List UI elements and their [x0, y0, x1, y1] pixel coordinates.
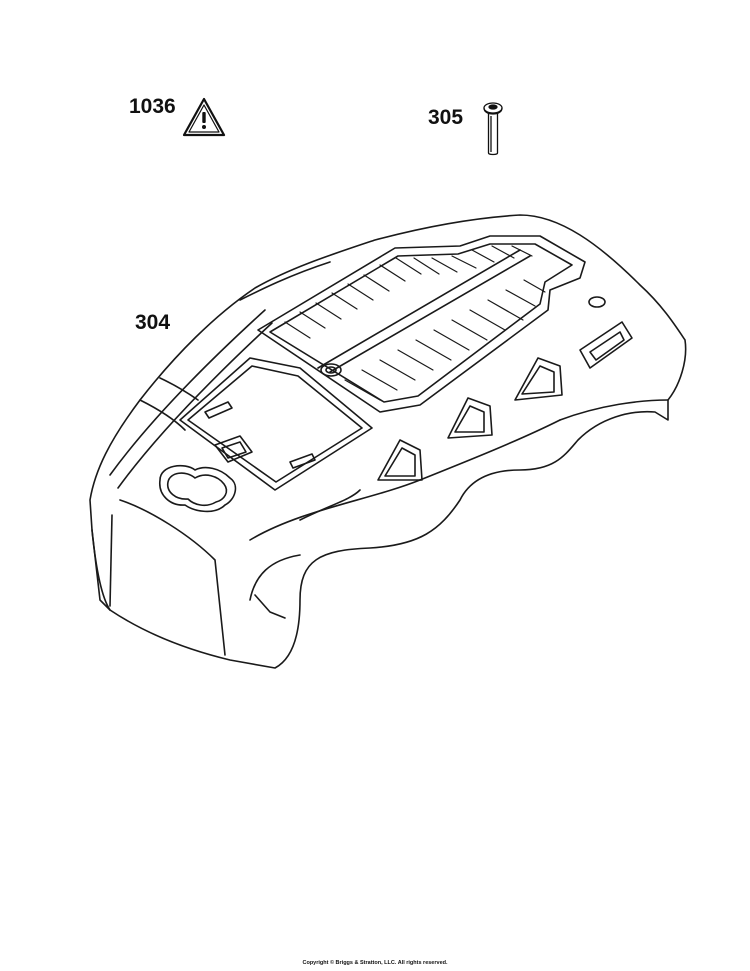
housing-outline — [89, 214, 687, 669]
filler-cap — [320, 363, 342, 377]
callout-304[interactable]: 304 — [135, 311, 171, 334]
copyright-text: Copyright © Briggs & Stratton, LLC. All … — [302, 960, 448, 966]
top-panel — [179, 357, 373, 491]
side-vent — [377, 439, 423, 481]
callout-1036[interactable]: 1036 — [129, 95, 176, 118]
front-face — [91, 529, 111, 611]
warning-triangle-icon[interactable] — [181, 96, 227, 138]
grille-frame — [257, 235, 586, 413]
logo-emblem — [159, 464, 237, 513]
screw-icon[interactable] — [478, 100, 508, 158]
callout-305[interactable]: 305 — [428, 106, 464, 129]
